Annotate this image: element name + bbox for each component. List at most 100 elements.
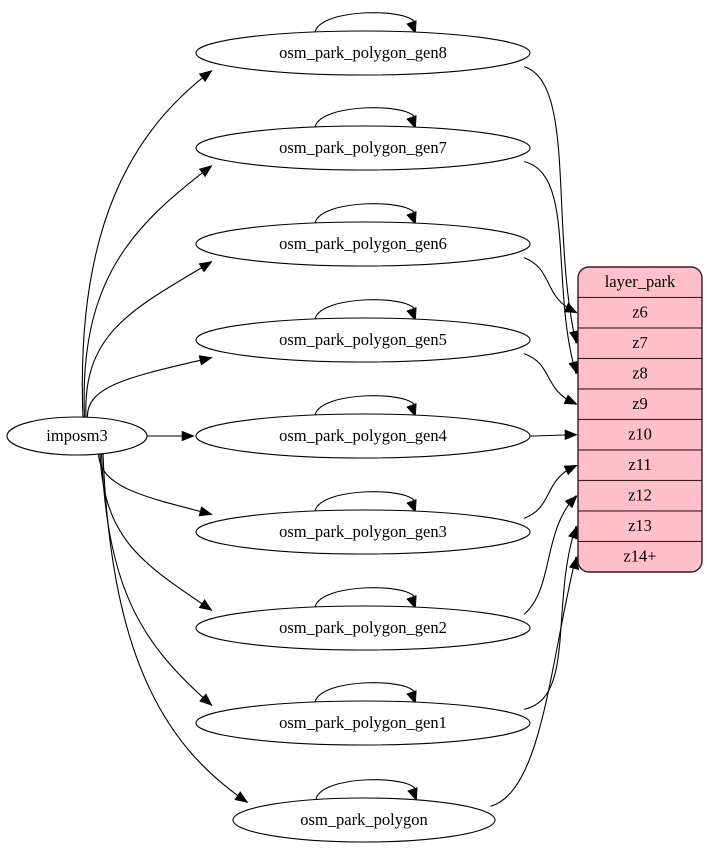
node-gen6[interactable]: osm_park_polygon_gen6: [195, 221, 531, 267]
node-shape-gen1: [195, 700, 531, 746]
edge-base-to-z14+: [490, 555, 580, 807]
table-cell-z9: [578, 388, 702, 421]
node-gen3[interactable]: osm_park_polygon_gen3: [195, 509, 531, 555]
self-loop-path-gen8: [314, 12, 416, 33]
node-gen4[interactable]: osm_park_polygon_gen4: [195, 413, 531, 459]
self-loop-gen5: [314, 299, 417, 322]
table-row-z7[interactable]: z7: [578, 327, 702, 360]
node-shape-gen5: [195, 317, 531, 363]
edge-path-imposm3-gen5: [86, 357, 212, 419]
edges-from-imposm3: [81, 70, 249, 803]
edge-path-imposm3-gen7: [83, 165, 213, 419]
edge-path-imposm3-gen6: [85, 261, 213, 419]
node-ellipses: osm_park_polygon_gen8 osm_park_polygon_ge…: [195, 30, 531, 843]
table-row-z8[interactable]: z8: [578, 357, 702, 390]
node-label-imposm3: imposm3: [46, 426, 107, 445]
self-loop-path-gen1: [314, 682, 416, 703]
table-cell-z14+: [578, 540, 702, 572]
node-gen8[interactable]: osm_park_polygon_gen8: [195, 30, 531, 76]
table-cell-label-z12: z12: [628, 486, 652, 505]
node-gen5[interactable]: osm_park_polygon_gen5: [195, 317, 531, 363]
self-loop-gen6: [314, 203, 417, 226]
table-cell-label-z10: z10: [628, 425, 652, 444]
self-loop-path-base: [315, 779, 417, 800]
table-cell-label-z9: z9: [632, 394, 648, 413]
table-row-z14+[interactable]: z14+: [578, 540, 702, 573]
table-cells: layer_park z6 z7 z8 z9 z10 z11 z12 z13 z14+: [578, 267, 702, 572]
node-label-gen5: osm_park_polygon_gen5: [279, 330, 447, 349]
table-header-row: layer_park: [578, 267, 702, 299]
table-cell-z8: [578, 357, 702, 390]
table-cell-label-z7: z7: [632, 333, 648, 352]
self-loop-path-gen6: [314, 203, 416, 224]
table-cell-label-z8: z8: [632, 364, 648, 383]
edge-imposm3-to-gen1: [100, 453, 213, 706]
edge-path-gen1-z13: [524, 526, 577, 710]
edge-gen6-to-z6: [523, 257, 578, 314]
node-shape-base: [232, 797, 496, 843]
self-loop-edges: [314, 12, 418, 802]
edge-gen5-to-z9: [523, 353, 578, 405]
edge-imposm3-to-gen6: [85, 261, 213, 419]
edge-path-base-z14+: [490, 556, 577, 807]
self-loop-gen4: [314, 395, 417, 418]
self-loop-path-gen2: [314, 587, 416, 608]
edge-path-imposm3-gen3: [97, 453, 212, 515]
node-label-gen8: osm_park_polygon_gen8: [279, 43, 447, 62]
edge-gen1-to-z13: [524, 525, 579, 710]
edge-imposm3-to-gen8: [81, 70, 213, 419]
edge-imposm3-to-gen7: [83, 165, 213, 419]
node-gen7[interactable]: osm_park_polygon_gen7: [195, 125, 531, 171]
node-label-gen7: osm_park_polygon_gen7: [279, 138, 447, 157]
node-base[interactable]: osm_park_polygon: [232, 797, 496, 843]
edge-path-imposm3-gen2: [99, 453, 213, 611]
table-cell-label-z6: z6: [632, 303, 648, 322]
edge-gen8-to-z7: [523, 66, 580, 345]
node-shape-imposm3: [6, 416, 148, 456]
node-shape-gen4: [195, 413, 531, 459]
edge-path-gen7-z8: [524, 161, 577, 374]
edge-gen3-to-z11: [523, 464, 578, 519]
table-row-z12[interactable]: z12: [578, 479, 702, 512]
self-loop-gen3: [314, 491, 417, 514]
edges-to-layer-park-table: [490, 66, 580, 807]
self-loop-path-gen7: [314, 107, 416, 128]
edge-imposm3-to-gen3: [97, 453, 213, 517]
self-loop-gen7: [314, 107, 417, 130]
edge-path-gen2-z12: [523, 495, 577, 615]
self-loop-path-gen5: [314, 299, 416, 320]
node-label-gen4: osm_park_polygon_gen4: [279, 426, 447, 445]
node-label-gen1: osm_park_polygon_gen1: [279, 713, 447, 732]
node-shape-gen6: [195, 221, 531, 267]
node-gen2[interactable]: osm_park_polygon_gen2: [195, 605, 531, 651]
table-row-z10[interactable]: z10: [578, 418, 702, 451]
node-shape-gen2: [195, 605, 531, 651]
edge-gen2-to-z12: [523, 495, 578, 615]
self-loop-base: [315, 779, 418, 802]
node-shape-gen8: [195, 30, 531, 76]
node-label-gen2: osm_park_polygon_gen2: [279, 618, 447, 637]
table-row-z13[interactable]: z13: [578, 510, 702, 543]
table-outline: [577, 266, 703, 573]
table-row-z9[interactable]: z9: [578, 388, 702, 421]
edge-gen7-to-z8: [524, 161, 579, 375]
source-node-imposm3[interactable]: imposm3: [6, 416, 148, 456]
edge-imposm3-to-gen2: [99, 453, 213, 611]
node-gen1[interactable]: osm_park_polygon_gen1: [195, 700, 531, 746]
table-cell-label-z13: z13: [628, 516, 652, 535]
node-shape-gen3: [195, 509, 531, 555]
node-label-gen3: osm_park_polygon_gen3: [279, 522, 447, 541]
table-row-z11[interactable]: z11: [578, 449, 702, 482]
table-row-z6[interactable]: z6: [578, 296, 702, 329]
self-loop-gen1: [314, 682, 417, 705]
edge-path-imposm3-gen1: [100, 453, 213, 706]
self-loop-gen8: [314, 12, 417, 35]
edge-path-imposm3-gen8: [81, 70, 213, 419]
table-cell-z11: [578, 449, 702, 482]
edge-imposm3-to-gen4: [147, 430, 195, 442]
edge-gen4-to-z10: [529, 429, 578, 440]
node-shape-gen7: [195, 125, 531, 171]
node-label-base: osm_park_polygon: [300, 810, 427, 829]
table-cell-label-z14+: z14+: [623, 547, 656, 566]
